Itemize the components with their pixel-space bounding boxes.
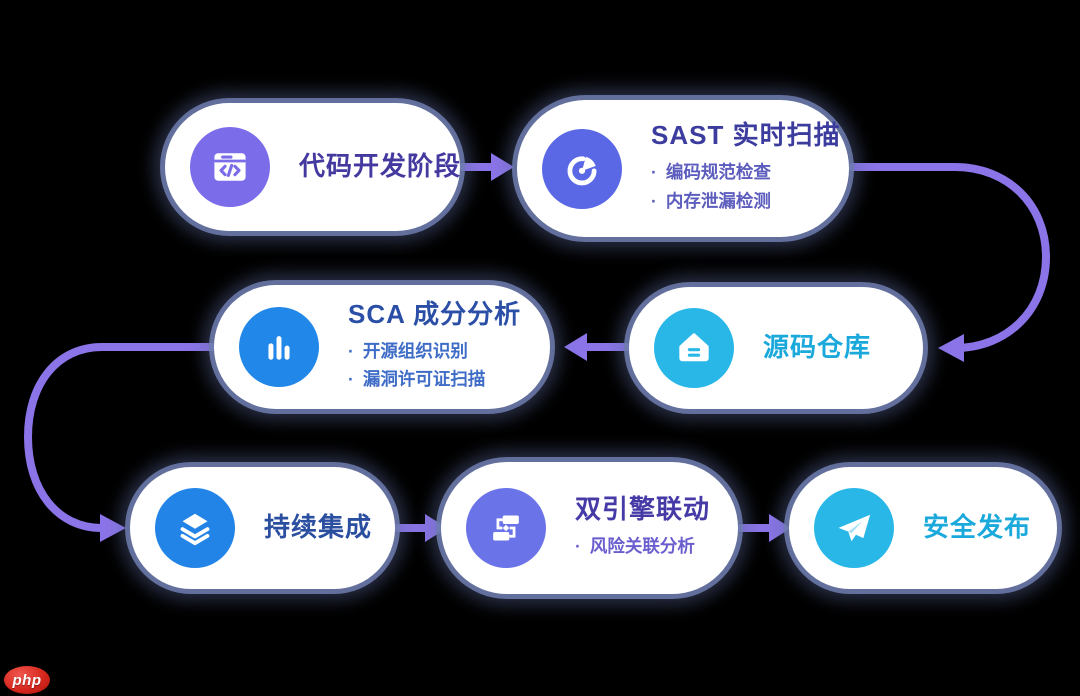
bullet-text: 编码规范检查 [665,162,771,183]
bullet-text: 开源组织识别 [362,340,468,361]
bullet-item: · 内存泄漏检测 [651,187,771,216]
bullet-item: · 编码规范检查 [651,158,771,187]
icon-circle [654,308,734,388]
icon-circle [814,488,894,568]
bullet-mark: · [348,369,354,390]
bullet-item: · 开源组织识别 [348,337,485,366]
arrow-repo-to-sca [564,333,631,361]
node-sca-analysis: SCA 成分分析 · 开源组织识别 · 漏洞许可证扫描 [214,285,550,409]
node-dual-engine: 双引擎联动 · 风险关联分析 [441,462,738,594]
icon-circle [239,307,319,387]
node-title: 双引擎联动 [575,494,711,525]
bullet-text: 内存泄漏检测 [665,190,771,211]
node-code-dev-stage: 代码开发阶段 [165,103,460,231]
gauge-scan-icon [567,155,597,185]
bar-chart-icon [268,336,290,360]
node-sast-scan: SAST 实时扫描 · 编码规范检查 · 内存泄漏检测 [517,100,849,237]
flowchart-icon [493,515,519,541]
node-title: SAST 实时扫描 [651,120,841,151]
bullet-mark: · [575,536,581,556]
icon-circle [542,128,622,209]
paper-plane-icon [838,514,871,542]
node-bullets: · 风险关联分析 [575,532,695,561]
bullet-item: · 漏洞许可证扫描 [348,365,485,394]
arrow-code-to-sast [458,153,514,181]
icon-circle [466,488,546,568]
layers-icon [180,513,210,546]
bullet-mark: · [651,162,657,183]
bullet-item: · 风险关联分析 [575,532,695,561]
icon-circle [155,488,235,568]
warehouse-home-icon [679,333,709,362]
bullet-text: 漏洞许可证扫描 [362,369,486,390]
node-title: 代码开发阶段 [299,151,462,182]
node-continuous-integration: 持续集成 [130,467,395,589]
node-bullets: · 开源组织识别 · 漏洞许可证扫描 [348,337,485,395]
bullet-mark: · [348,340,354,361]
icon-circle [190,127,270,207]
arrow-ci-to-dual-engine [393,514,447,542]
arrow-dual-engine-to-release [737,514,791,542]
node-title: 安全发布 [923,512,1032,543]
node-title: 持续集成 [264,512,373,543]
bullet-mark: · [651,190,657,211]
node-title: SCA 成分分析 [348,298,522,329]
bullet-text: 风险关联分析 [589,536,695,556]
node-secure-release: 安全发布 [789,467,1057,589]
node-source-repo: 源码仓库 [629,287,923,409]
php-logo: php [4,666,50,694]
node-bullets: · 编码规范检查 · 内存泄漏检测 [651,158,771,216]
node-title: 源码仓库 [763,332,872,363]
code-window-icon [214,153,246,181]
